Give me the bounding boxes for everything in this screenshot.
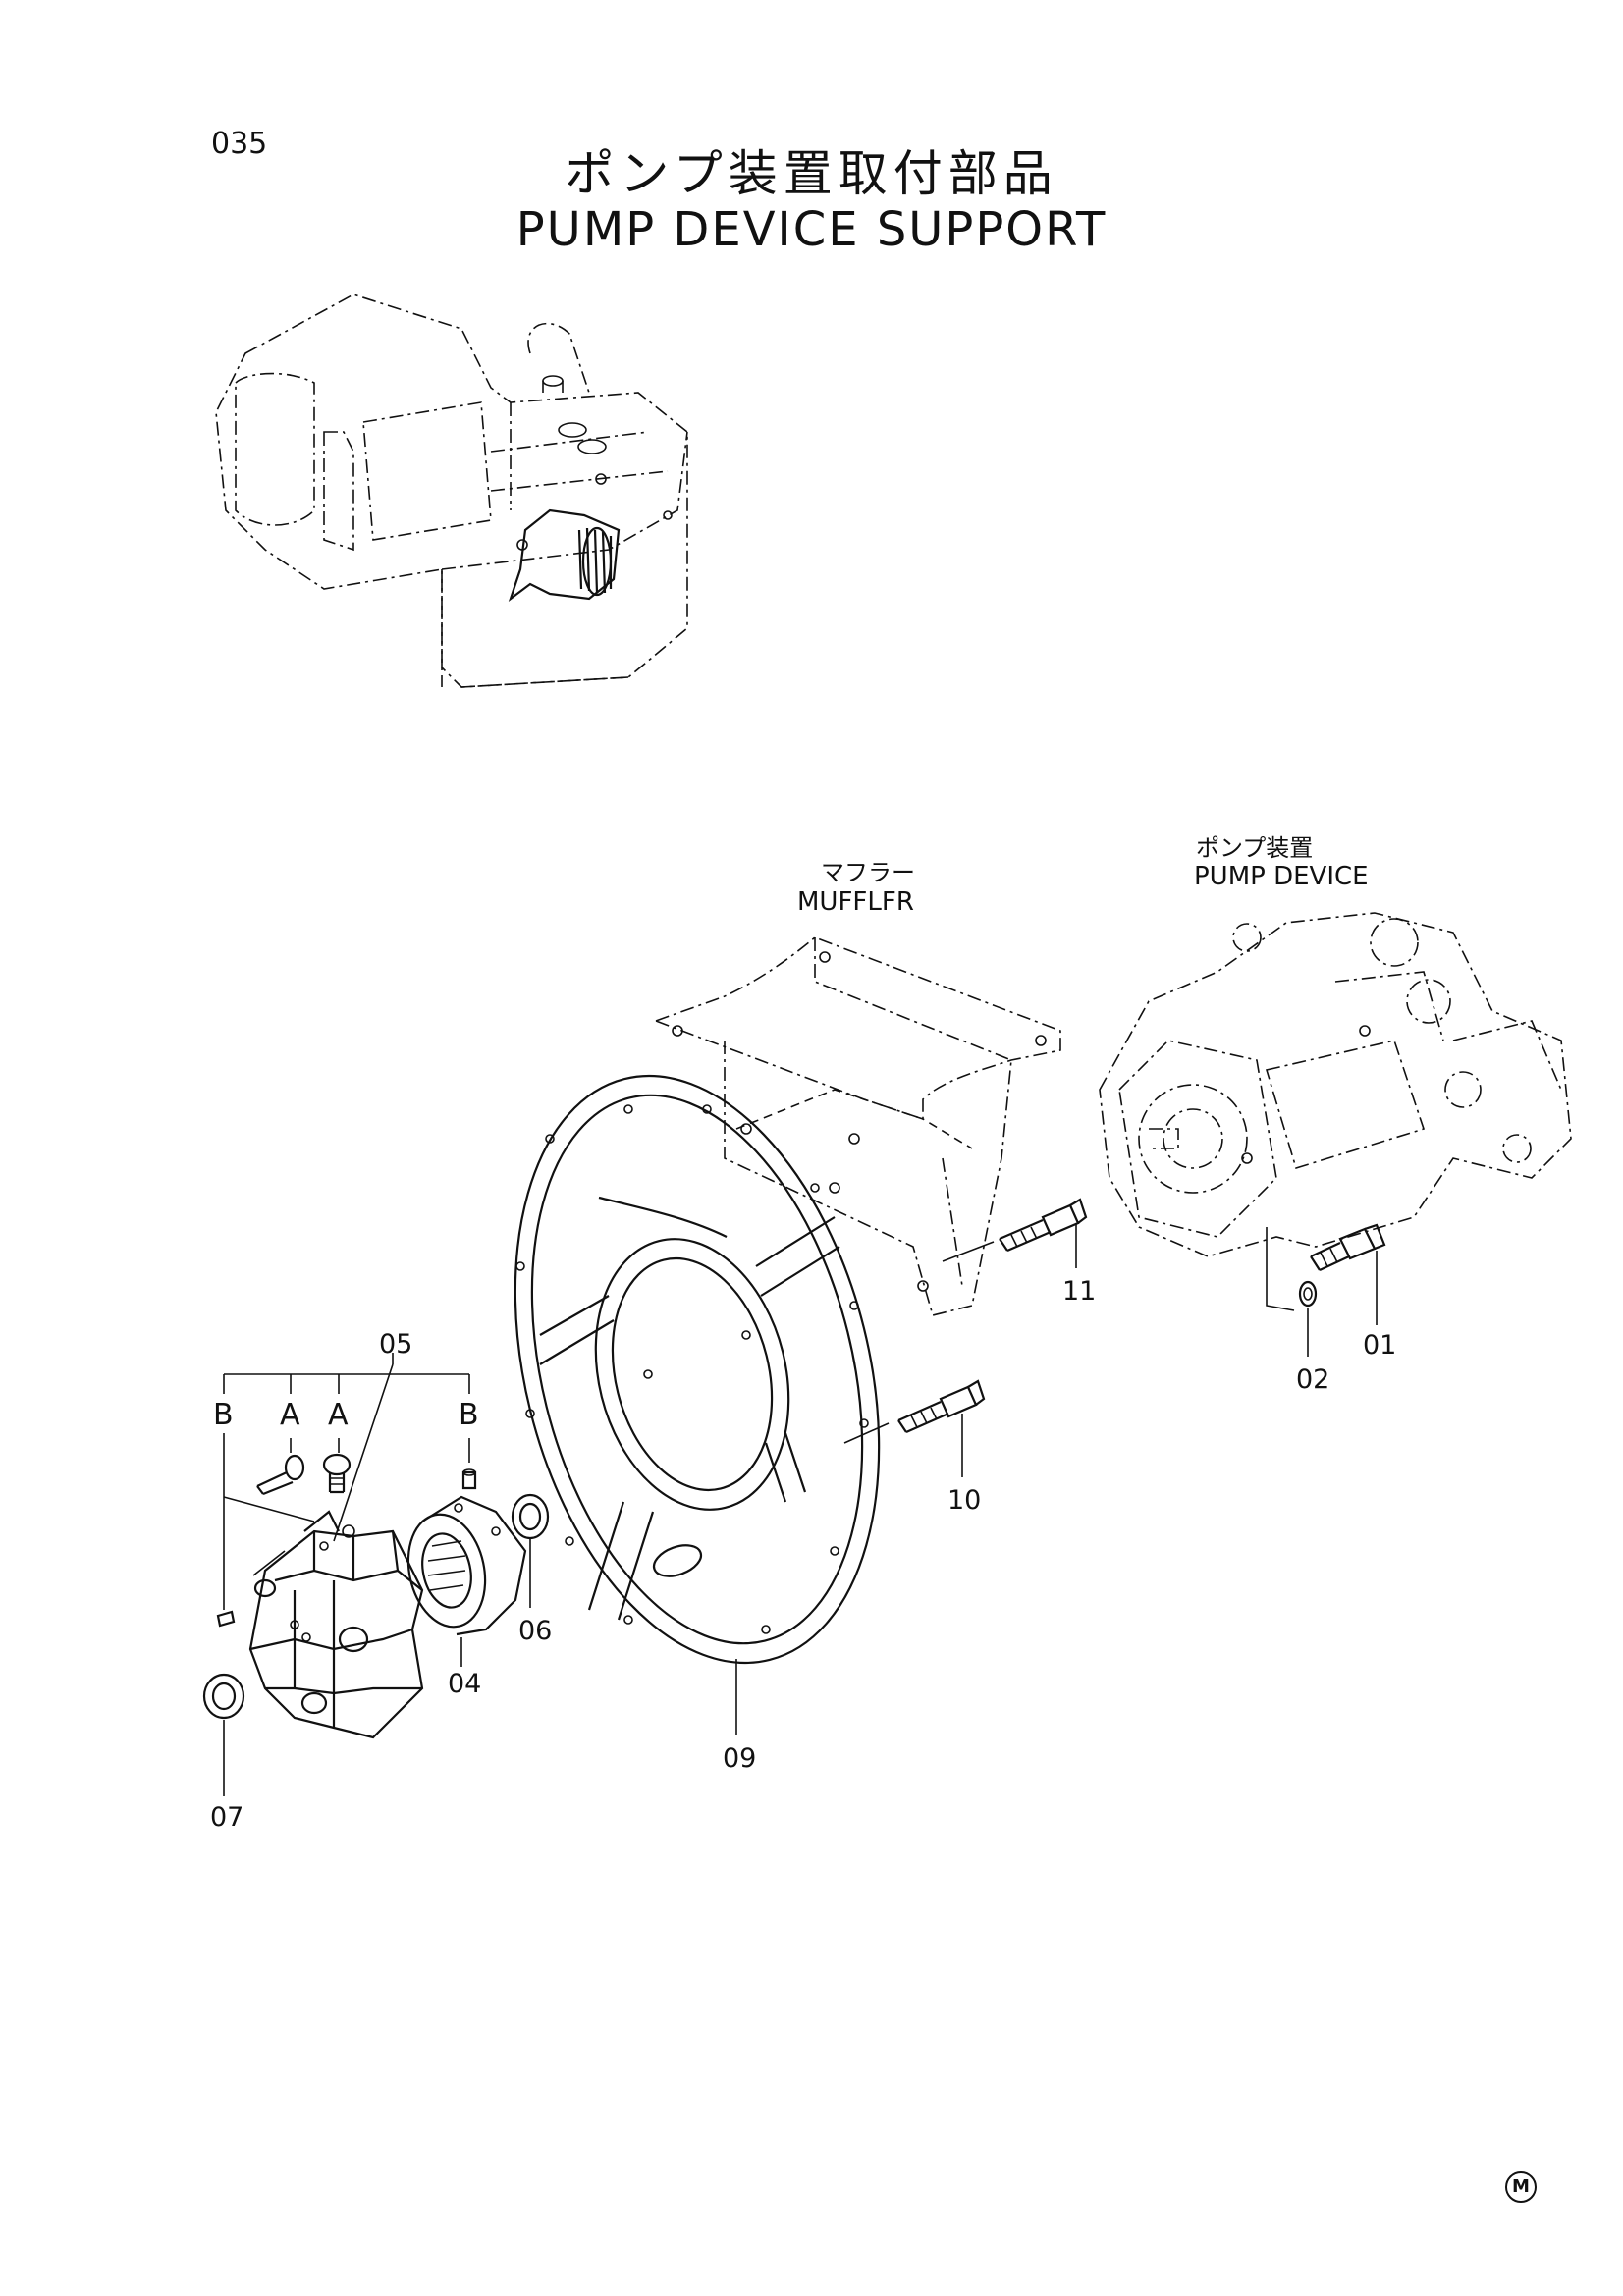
- footer-mark: M: [1505, 2171, 1537, 2203]
- excavator-overview: [216, 294, 687, 687]
- seal-07: [204, 1675, 243, 1718]
- callout-05: 05: [379, 1329, 413, 1360]
- sub-part-a-bolt: [257, 1456, 303, 1494]
- callout-11: 11: [1062, 1276, 1097, 1307]
- pump-device-label-jp: ポンプ装置: [1196, 834, 1314, 862]
- sub-label-a2: A: [328, 1398, 349, 1432]
- pump-device: [1100, 913, 1571, 1256]
- sub-label-a1: A: [280, 1398, 300, 1432]
- bolt-10: [898, 1381, 984, 1432]
- muffler-label-en: MUFFLFR: [797, 887, 914, 917]
- callout-04: 04: [448, 1669, 482, 1699]
- page-number: 035: [211, 127, 268, 161]
- sub-label-b1: B: [213, 1398, 234, 1432]
- sub-part-b-pin: [463, 1469, 475, 1488]
- washer-02: [1300, 1282, 1316, 1306]
- pump-housing: [458, 1038, 936, 1702]
- sub-part-b-pin-lower: [218, 1612, 234, 1626]
- coupling-05: [250, 1512, 422, 1737]
- page-title-en: PUMP DEVICE SUPPORT: [515, 202, 1108, 257]
- callout-06: 06: [518, 1616, 553, 1646]
- seal-06: [513, 1495, 548, 1538]
- sub-label-b2: B: [459, 1398, 479, 1432]
- sub-part-a-screw: [324, 1455, 350, 1492]
- callout-01: 01: [1363, 1330, 1397, 1361]
- callout-02: 02: [1296, 1364, 1330, 1395]
- callout-07: 07: [210, 1802, 244, 1833]
- muffler-bracket: [656, 937, 1060, 1315]
- leader-lines: [224, 1223, 1377, 1796]
- callout-09: 09: [723, 1743, 757, 1774]
- callout-10: 10: [947, 1485, 982, 1516]
- hub-04: [399, 1497, 525, 1634]
- bolt-11: [1000, 1200, 1086, 1251]
- muffler-label-jp: マフラー: [821, 859, 915, 886]
- bolt-01: [1311, 1225, 1384, 1270]
- page-title-jp: ポンプ装置取付部品: [565, 145, 1058, 202]
- pump-device-label-en: PUMP DEVICE: [1194, 862, 1369, 891]
